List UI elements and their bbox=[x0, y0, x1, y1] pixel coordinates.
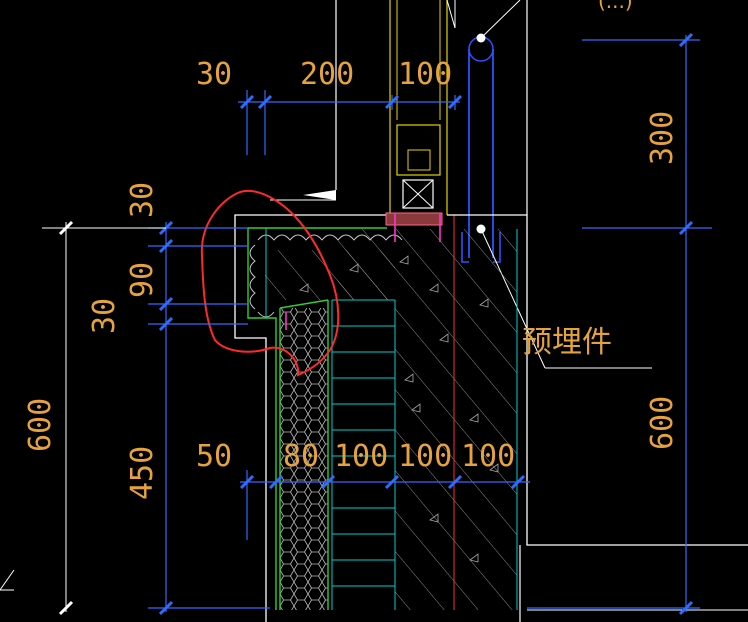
dim-right-600: 600 bbox=[645, 396, 680, 450]
dim-left-450: 450 bbox=[125, 446, 160, 500]
dim-bottom-100-a: 100 bbox=[334, 439, 388, 474]
dim-top-200: 200 bbox=[300, 57, 354, 92]
dim-bottom-100-c: 100 bbox=[461, 439, 515, 474]
embedded-part-label: 预埋件 bbox=[522, 325, 612, 360]
dim-left-30: 30 bbox=[87, 298, 122, 334]
dim-top-30: 30 bbox=[196, 57, 232, 92]
level-marker bbox=[303, 190, 336, 200]
dim-bottom-80: 80 bbox=[283, 439, 319, 474]
coping-outline bbox=[234, 214, 386, 622]
dimension-ticks bbox=[158, 32, 694, 616]
seal-strip bbox=[385, 212, 443, 226]
dim-left-30-top: 30 bbox=[125, 182, 160, 218]
dim-right-300: 300 bbox=[645, 111, 680, 165]
insulation-hex bbox=[280, 308, 328, 610]
dim-bottom-50: 50 bbox=[196, 439, 232, 474]
revision-cloud bbox=[200, 189, 340, 377]
dimension-lines bbox=[148, 35, 712, 612]
dim-left-90: 90 bbox=[125, 262, 160, 298]
window-frame bbox=[335, 0, 528, 215]
dim-left-600: 600 bbox=[23, 398, 58, 452]
svg-text:(...): (...) bbox=[598, 0, 633, 13]
dimension-labels: 30 200 100 50 80 100 100 100 300 600 30 … bbox=[23, 57, 680, 500]
dim-bottom-100-b: 100 bbox=[398, 439, 452, 474]
outer-dimension bbox=[0, 220, 166, 616]
dim-top-100: 100 bbox=[398, 57, 452, 92]
